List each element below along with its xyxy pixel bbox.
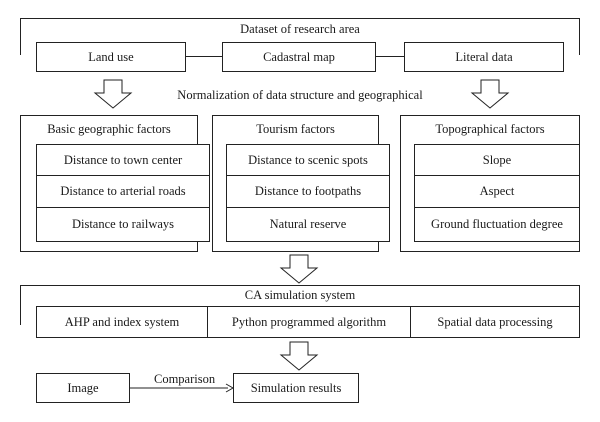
factor-distance-to-scenic-spots: Distance to scenic spots xyxy=(226,144,390,176)
down-arrow-3 xyxy=(279,254,319,284)
ca-system-title: CA simulation system xyxy=(244,288,356,302)
dataset-item-cadastral-map: Cadastral map xyxy=(222,42,376,72)
factor-group-topographical-title: Topographical factors xyxy=(435,122,545,136)
factor-distance-to-town-center: Distance to town center xyxy=(36,144,210,176)
factor-slope: Slope xyxy=(414,144,580,176)
factor-aspect: Aspect xyxy=(414,175,580,208)
ca-item-ahp-index-system: AHP and index system xyxy=(36,306,208,338)
dataset-item-land-use: Land use xyxy=(36,42,186,72)
dataset-title: Dataset of research area xyxy=(240,22,360,36)
factor-group-basic-geographic-title: Basic geographic factors xyxy=(47,122,171,136)
normalization-label: Normalization of data structure and geog… xyxy=(177,88,423,102)
down-arrow-4 xyxy=(279,341,319,371)
comparison-arrow-head xyxy=(225,383,235,393)
dataset-item-literal-data: Literal data xyxy=(404,42,564,72)
factor-distance-to-railways: Distance to railways xyxy=(36,207,210,242)
factor-distance-to-arterial-roads: Distance to arterial roads xyxy=(36,175,210,208)
factor-distance-to-footpaths: Distance to footpaths xyxy=(226,175,390,208)
ca-item-python-algorithm: Python programmed algorithm xyxy=(207,306,411,338)
comparison-label: Comparison xyxy=(154,372,216,386)
ca-item-spatial-data-processing: Spatial data processing xyxy=(410,306,580,338)
factor-group-tourism-title: Tourism factors xyxy=(256,122,335,136)
factor-natural-reserve: Natural reserve xyxy=(226,207,390,242)
image-box: Image xyxy=(36,373,130,403)
factor-ground-fluctuation-degree: Ground fluctuation degree xyxy=(414,207,580,242)
simulation-results-box: Simulation results xyxy=(233,373,359,403)
